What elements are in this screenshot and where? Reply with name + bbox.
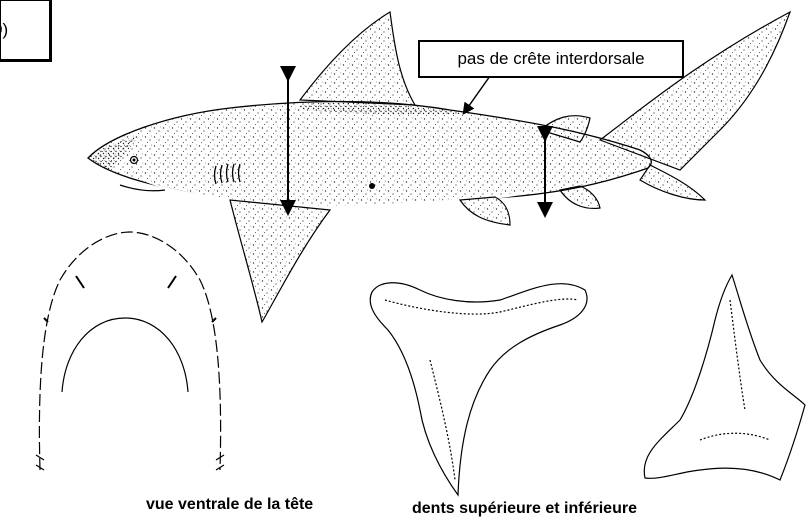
- anal-fin: [560, 186, 600, 208]
- first-dorsal-fin: [300, 12, 415, 105]
- ventral-head-view: [36, 232, 224, 470]
- mouth-arch: [62, 318, 188, 392]
- head-outline: [39, 232, 220, 470]
- pectoral-fin: [230, 200, 330, 322]
- caudal-fin-lower: [640, 165, 705, 200]
- caption-ventral-head: vue ventrale de la tête: [146, 496, 313, 514]
- lower-tooth: [644, 275, 805, 480]
- caption-teeth: dents supérieure et inférieure: [412, 500, 637, 518]
- arrow-icon: [466, 76, 490, 110]
- callout-label: pas de crête interdorsale: [418, 40, 684, 78]
- figure-number-label: 0): [0, 0, 52, 62]
- upper-tooth: [370, 283, 587, 495]
- pelvic-fin: [460, 197, 510, 225]
